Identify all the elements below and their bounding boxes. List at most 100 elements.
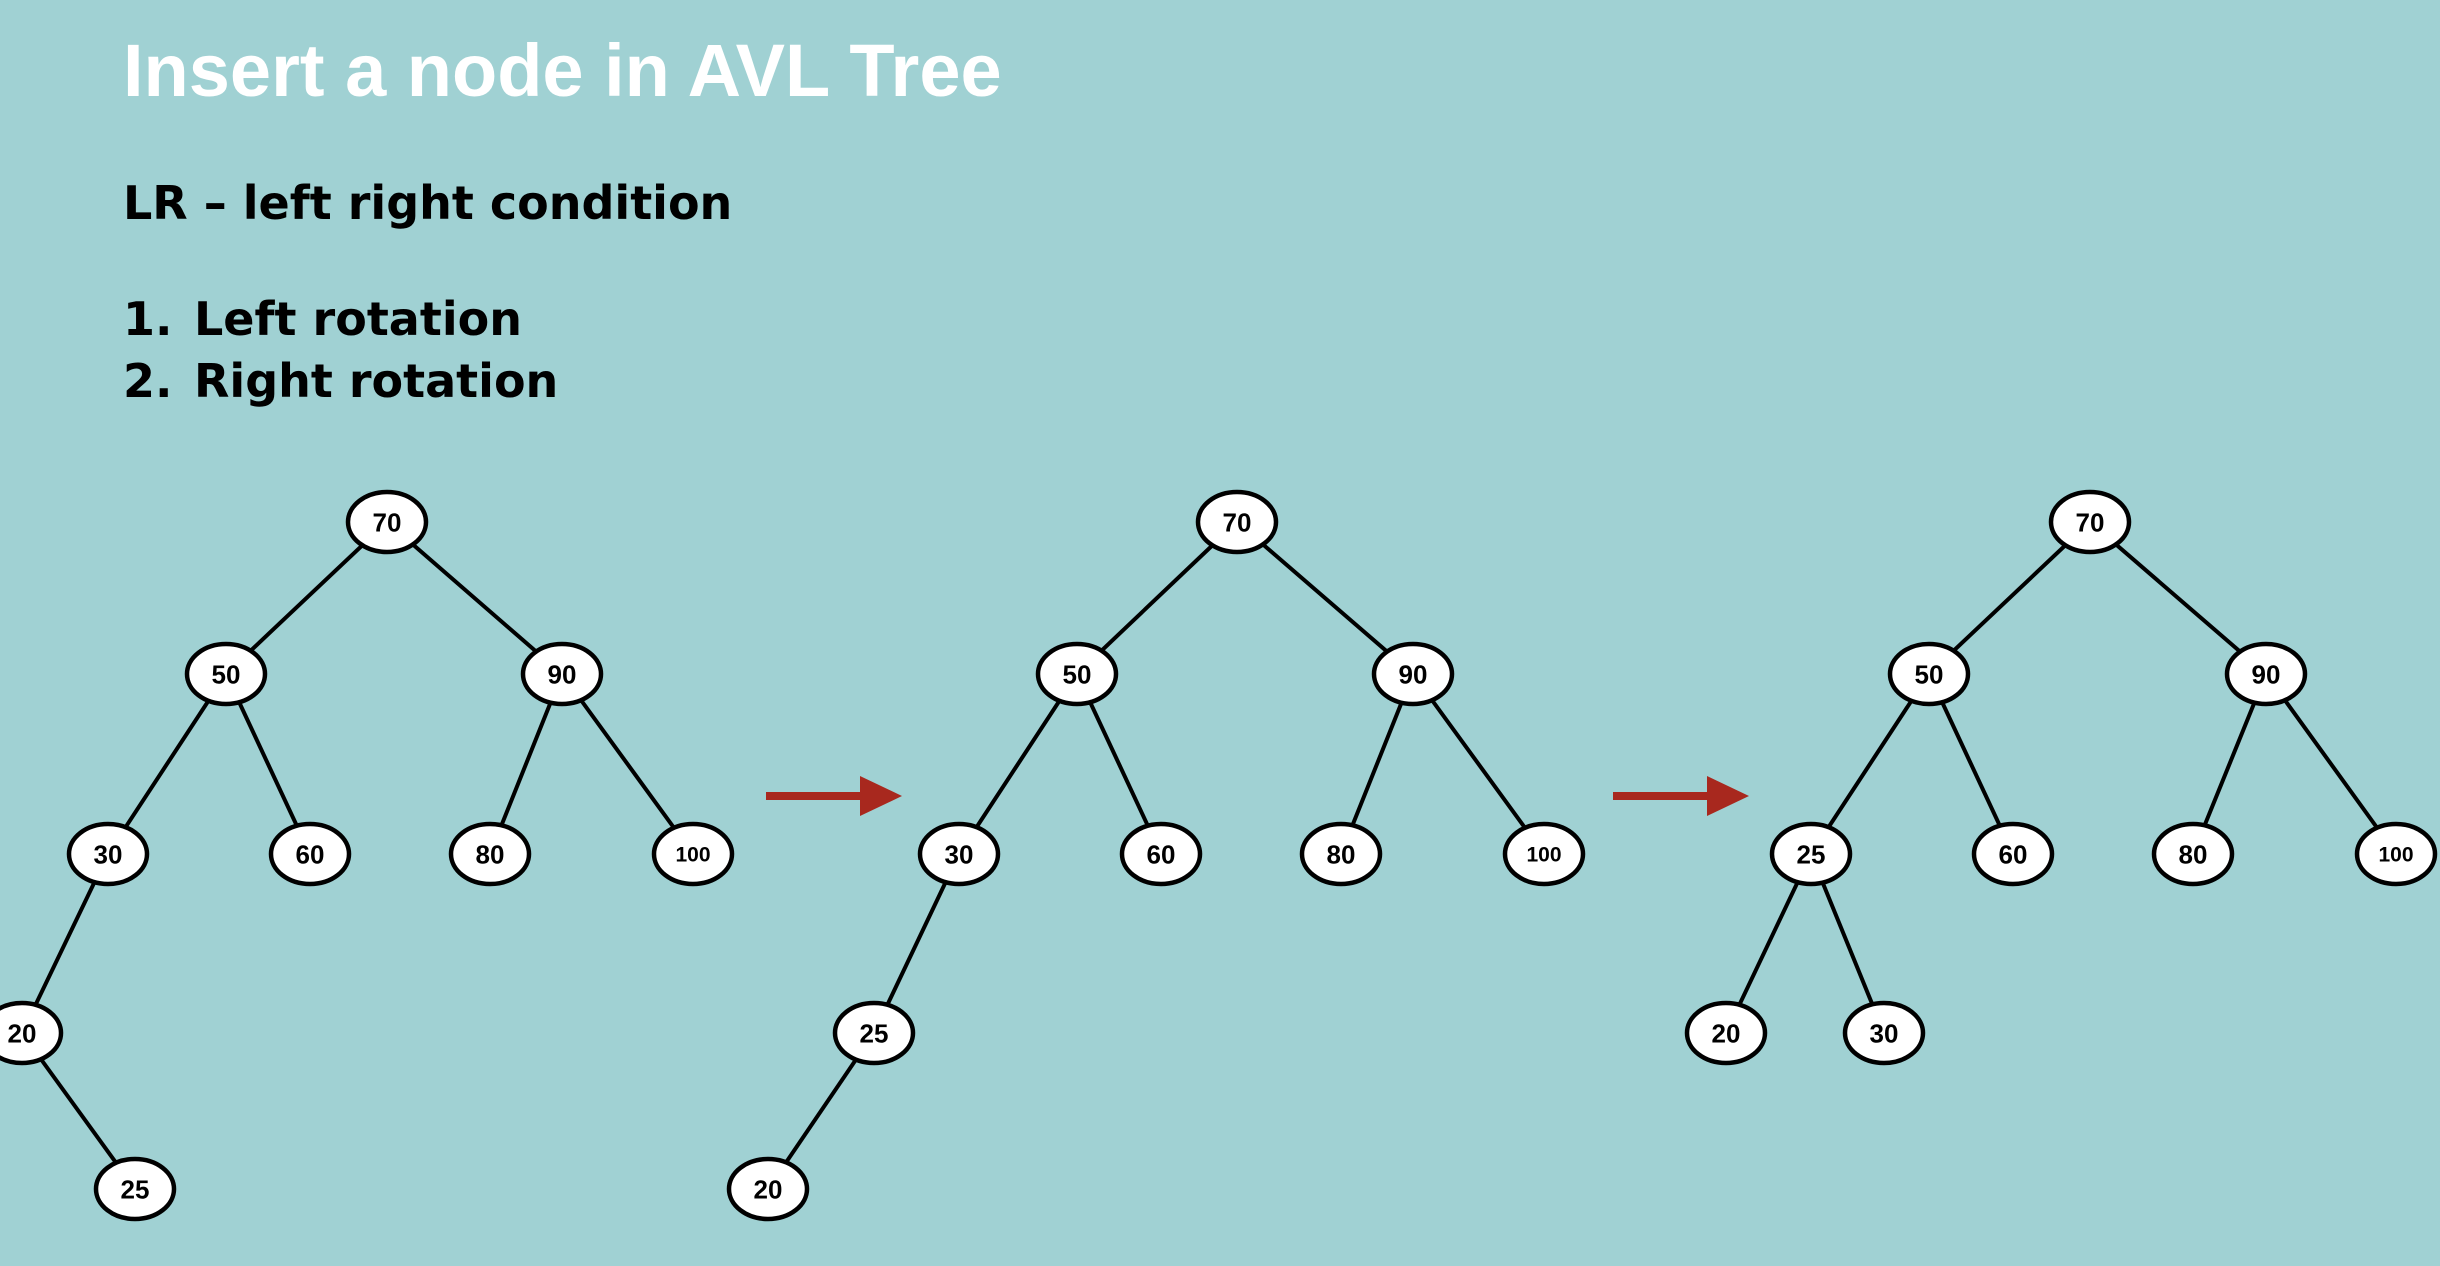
node-circle xyxy=(2151,821,2235,887)
node-label: 60 xyxy=(296,839,325,869)
arrow-shaft xyxy=(1613,792,1711,800)
node-label: 60 xyxy=(1147,839,1176,869)
tree-node: 50 xyxy=(1035,641,1119,707)
tree-node: 25 xyxy=(832,1000,916,1066)
node-circle xyxy=(93,1156,177,1222)
tree-node: 100 xyxy=(651,821,735,887)
tree-edge xyxy=(957,672,1079,856)
node-circle xyxy=(1371,641,1455,707)
tree-node: 80 xyxy=(2151,821,2235,887)
tree-node: 80 xyxy=(448,821,532,887)
tree-node: 90 xyxy=(1371,641,1455,707)
node-circle xyxy=(726,1156,810,1222)
node-circle xyxy=(1035,641,1119,707)
node-circle xyxy=(1971,821,2055,887)
tree-edge xyxy=(1927,520,2092,676)
tree-edge xyxy=(2088,520,2268,676)
node-label: 50 xyxy=(212,659,241,689)
rotation-steps-list: 1. Left rotation 2. Right rotation xyxy=(123,288,558,412)
node-circle xyxy=(1195,489,1279,555)
node-label: 70 xyxy=(373,507,402,537)
node-circle xyxy=(1769,821,1853,887)
node-label: 25 xyxy=(860,1018,889,1048)
tree-after-right-rotation: 70 50 90 25 60 80 100 20 30 xyxy=(1684,489,2438,1066)
node-circle xyxy=(651,821,735,887)
arrow-head xyxy=(860,776,902,816)
node-label: 25 xyxy=(121,1174,150,1204)
node-circle xyxy=(0,1000,64,1066)
condition-subtitle: LR – left right condition xyxy=(123,176,733,230)
node-circle xyxy=(2354,821,2438,887)
node-circle xyxy=(268,821,352,887)
tree-edge xyxy=(2264,672,2398,856)
tree-node: 70 xyxy=(1195,489,1279,555)
node-label: 80 xyxy=(1327,839,1356,869)
arrow-shaft xyxy=(766,792,864,800)
tree-edge xyxy=(106,672,228,856)
tree-edge xyxy=(1235,520,1415,676)
tree-node: 20 xyxy=(0,1000,64,1066)
node-circle xyxy=(1842,1000,1926,1066)
step-item: 2. Right rotation xyxy=(123,350,558,412)
tree-node: 20 xyxy=(726,1156,810,1222)
node-circle xyxy=(184,641,268,707)
tree-node: 20 xyxy=(1684,1000,1768,1066)
node-label: 90 xyxy=(1399,659,1428,689)
node-label: 20 xyxy=(1712,1018,1741,1048)
tree-node: 90 xyxy=(2224,641,2308,707)
node-label: 30 xyxy=(94,839,123,869)
tree-edge xyxy=(1075,520,1239,676)
tree-node: 30 xyxy=(66,821,150,887)
tree-node: 50 xyxy=(184,641,268,707)
node-circle xyxy=(520,641,604,707)
node-label: 80 xyxy=(2179,839,2208,869)
step-number: 1. xyxy=(123,292,173,346)
node-label: 90 xyxy=(2252,659,2281,689)
tree-node: 100 xyxy=(2354,821,2438,887)
transition-arrow xyxy=(766,776,902,816)
node-label: 50 xyxy=(1063,659,1092,689)
tree-edge xyxy=(385,520,564,676)
tree-node: 60 xyxy=(268,821,352,887)
node-label: 70 xyxy=(2076,507,2105,537)
node-label: 70 xyxy=(1223,507,1252,537)
tree-node: 90 xyxy=(520,641,604,707)
node-circle xyxy=(1502,821,1586,887)
tree-edge xyxy=(224,520,389,676)
node-label: 20 xyxy=(754,1174,783,1204)
node-circle xyxy=(1299,821,1383,887)
node-label: 50 xyxy=(1915,659,1944,689)
tree-edge xyxy=(560,672,695,856)
node-circle xyxy=(832,1000,916,1066)
step-number: 2. xyxy=(123,354,173,408)
transition-arrow xyxy=(1613,776,1749,816)
node-label: 60 xyxy=(1999,839,2028,869)
node-circle xyxy=(1887,641,1971,707)
node-label: 30 xyxy=(1870,1018,1899,1048)
node-label: 25 xyxy=(1797,839,1826,869)
node-circle xyxy=(1119,821,1203,887)
slide-title: Insert a node in AVL Tree xyxy=(123,29,1002,112)
step-text: Left rotation xyxy=(194,292,522,346)
tree-node: 30 xyxy=(1842,1000,1926,1066)
tree-node: 60 xyxy=(1971,821,2055,887)
node-label: 100 xyxy=(675,844,710,867)
node-circle xyxy=(2224,641,2308,707)
node-label: 20 xyxy=(8,1018,37,1048)
tree-node: 50 xyxy=(1887,641,1971,707)
node-circle xyxy=(2048,489,2132,555)
node-label: 90 xyxy=(548,659,577,689)
node-label: 100 xyxy=(1526,844,1561,867)
tree-edge xyxy=(1411,672,1546,856)
node-label: 80 xyxy=(476,839,505,869)
step-item: 1. Left rotation xyxy=(123,288,558,350)
node-circle xyxy=(66,821,150,887)
node-circle xyxy=(448,821,532,887)
step-text: Right rotation xyxy=(194,354,559,408)
tree-node: 60 xyxy=(1119,821,1203,887)
arrow-head xyxy=(1707,776,1749,816)
tree-node: 25 xyxy=(1769,821,1853,887)
node-circle xyxy=(345,489,429,555)
tree-node: 100 xyxy=(1502,821,1586,887)
